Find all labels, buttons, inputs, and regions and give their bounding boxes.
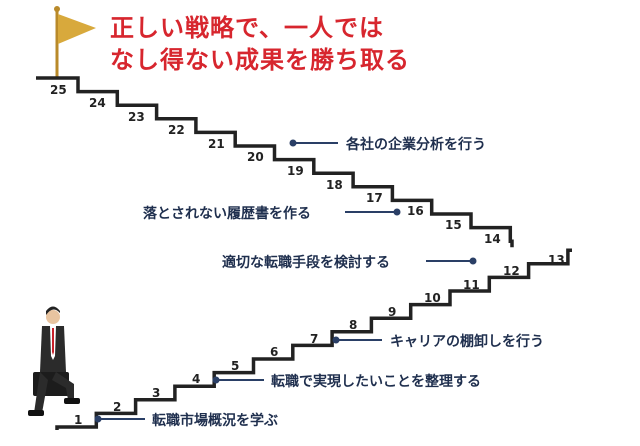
step-number-20: 20 xyxy=(247,150,264,164)
step-number-11: 11 xyxy=(463,278,480,292)
connector-market-overview-dot xyxy=(94,415,102,423)
step-number-12: 12 xyxy=(503,264,520,278)
connector-company-analysis-dot xyxy=(289,139,297,147)
connector-resume-dot xyxy=(393,208,401,216)
annotation-goals: 転職で実現したいことを整理する xyxy=(271,374,481,390)
step-number-10: 10 xyxy=(424,291,441,305)
step-number-23: 23 xyxy=(128,110,145,124)
step-number-25: 25 xyxy=(50,83,67,97)
goal-flag-icon xyxy=(54,6,96,78)
annotation-job-change-method: 適切な転職手段を検討する xyxy=(222,255,390,271)
step-number-17: 17 xyxy=(366,191,383,205)
step-number-2: 2 xyxy=(113,400,122,414)
step-number-8: 8 xyxy=(349,318,358,332)
step-number-14: 14 xyxy=(484,232,501,246)
connector-job-change-method-dot xyxy=(469,257,477,265)
step-number-5: 5 xyxy=(231,359,240,373)
businessman-climbing-icon xyxy=(28,306,80,416)
step-number-4: 4 xyxy=(192,372,201,386)
connector-goals-dot xyxy=(212,376,220,384)
title-line-1: 正しい戦略で、一人では xyxy=(110,14,385,42)
annotation-resume: 落とされない履歴書を作る xyxy=(143,206,311,222)
step-number-6: 6 xyxy=(270,345,279,359)
upper-staircase xyxy=(36,76,514,248)
step-number-7: 7 xyxy=(310,332,319,346)
title-line-2: なし得ない成果を勝ち取る xyxy=(110,46,410,74)
step-number-16: 16 xyxy=(407,204,424,218)
step-number-22: 22 xyxy=(168,123,185,137)
step-number-13: 13 xyxy=(548,253,565,267)
annotation-career-inventory: キャリアの棚卸しを行う xyxy=(390,334,544,350)
connector-career-inventory-dot xyxy=(332,336,340,344)
step-number-19: 19 xyxy=(287,164,304,178)
step-number-21: 21 xyxy=(208,137,225,151)
step-number-24: 24 xyxy=(89,96,106,110)
step-number-15: 15 xyxy=(445,218,462,232)
step-number-18: 18 xyxy=(326,178,343,192)
annotation-market-overview: 転職市場概況を学ぶ xyxy=(152,413,278,429)
step-number-9: 9 xyxy=(388,305,397,319)
step-number-1: 1 xyxy=(74,413,83,427)
lower-staircase xyxy=(55,248,572,430)
step-number-3: 3 xyxy=(152,386,161,400)
annotation-company-analysis: 各社の企業分析を行う xyxy=(346,137,486,153)
